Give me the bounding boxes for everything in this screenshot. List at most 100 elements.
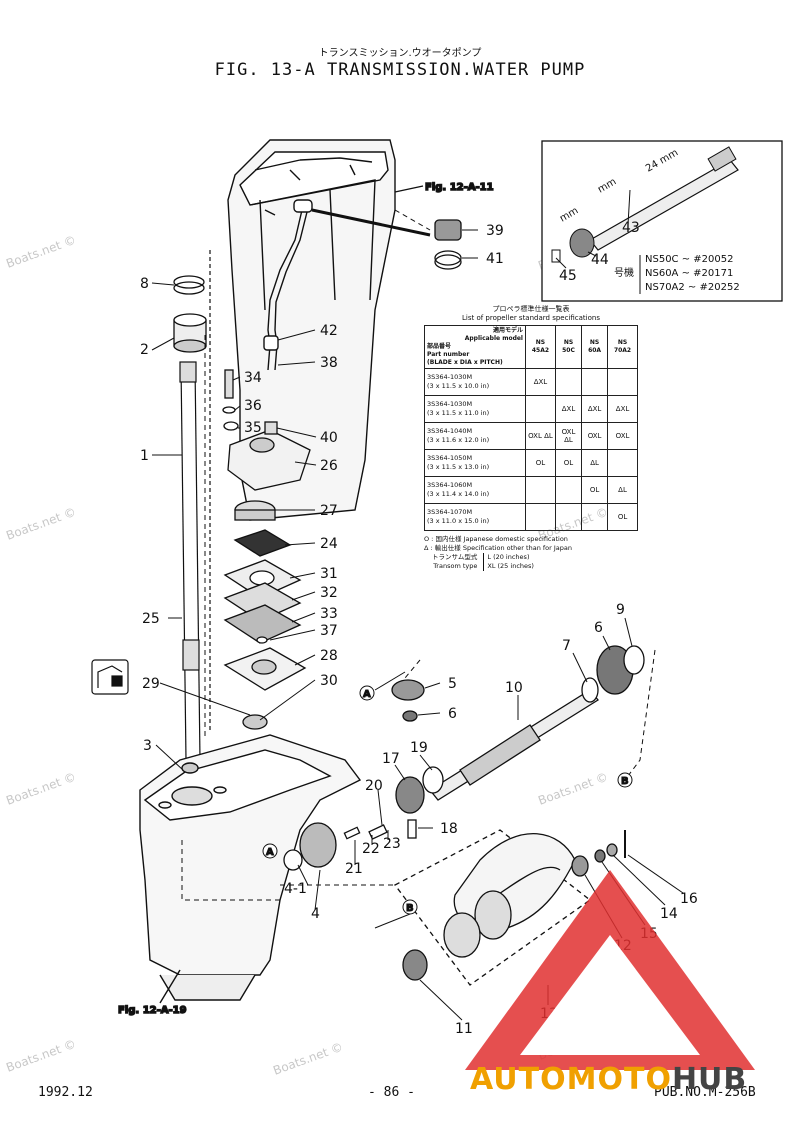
watermark-text: Boats.net © <box>4 770 78 808</box>
callout-22: 21 <box>345 861 363 877</box>
callout-10: 9 <box>616 602 625 618</box>
spec-notes: O : 国内仕様 Japanese domestic specification… <box>424 535 638 571</box>
propeller-shaft-assembly <box>283 645 645 871</box>
callout-17: 16 <box>680 891 698 907</box>
callout-31: 30 <box>320 673 338 689</box>
callout-6: 6 <box>448 706 457 722</box>
callout-46: 45 <box>559 268 577 284</box>
callout-39: 38 <box>320 355 338 371</box>
callout-35: 34 <box>244 370 262 386</box>
table-header-model: NS 60A <box>581 325 609 369</box>
ref-upper: Fig. 12-A-11 <box>425 182 494 193</box>
page-title: FIG. 13-A TRANSMISSION.WATER PUMP <box>214 60 586 80</box>
callout-24: 23 <box>383 836 401 852</box>
water-pump-stack <box>222 369 311 730</box>
inset-model-3: NS70A2 ~ #20252 <box>645 282 740 293</box>
japanese-title: トランスミッション.ウオータポンプ <box>318 48 482 59</box>
water-tube <box>263 199 431 371</box>
inset-model-2: NS60A ~ #20171 <box>645 268 733 279</box>
table-row: 3S364-1030M(3 x 11.5 x 11.0 in) ΔXL ΔXL … <box>424 395 638 423</box>
table-row: 3S364-1060M(3 x 11.4 x 14.0 in) OL ΔL <box>424 476 638 504</box>
callout-18: 17 <box>382 751 400 767</box>
callout-23: 22 <box>362 841 380 857</box>
watermark-text: Boats.net © <box>4 233 78 271</box>
small-parts <box>434 219 462 270</box>
callout-19: 18 <box>440 821 458 837</box>
spec-title-en: List of propeller standard specification… <box>461 314 600 322</box>
callout-4: 4 <box>311 906 320 922</box>
callout-36: 35 <box>244 420 262 436</box>
callout-28: 27 <box>320 503 338 519</box>
brand-wordmark: AUTOMOTOHUB <box>470 1062 748 1097</box>
watermark-text: Boats.net © <box>4 1037 78 1075</box>
brand-logo-icon <box>465 870 755 1070</box>
callout-5: 5 <box>448 676 457 692</box>
callout-26: 25 <box>142 611 160 627</box>
dashed-lines <box>181 209 656 901</box>
callout-41: 40 <box>320 430 338 446</box>
callout-2: 2 <box>140 342 149 358</box>
table-header-model: NS 50C <box>554 325 583 369</box>
marker-b: B <box>621 776 629 787</box>
callout-15: 14 <box>660 906 678 922</box>
callout-7: 6 <box>594 620 603 636</box>
propeller-kit <box>394 829 626 986</box>
hose-symbol-icon <box>91 659 129 695</box>
marker-a: A <box>363 689 371 700</box>
callout-33: 32 <box>320 585 338 601</box>
callout-1: 1 <box>140 448 149 464</box>
callout-9: 8 <box>140 276 149 292</box>
inset-box: 24 mm mm mm 号機 NS50C ~ #20052 NS60A ~ #2… <box>541 140 783 302</box>
callout-30: 29 <box>142 676 160 692</box>
callout-40: 39 <box>486 223 504 239</box>
ref-lower: Fig. 12-A-19 <box>118 1005 187 1016</box>
note-export: Δ : 輸出仕様 Specification other than for Ja… <box>424 544 573 552</box>
drive-shaft <box>179 250 211 761</box>
table-header-model: NS 70A2 <box>607 325 638 369</box>
point-markers: A A B B <box>262 671 633 929</box>
callout-37: 36 <box>244 398 262 414</box>
callout-29: 28 <box>320 648 338 664</box>
spec-table: 適用モデル Applicable model 部品番号 Part number … <box>424 325 638 531</box>
callout-42: 41 <box>486 251 504 267</box>
callout-12: 11 <box>455 1021 473 1037</box>
spec-title-jp: プロペラ標準仕様一覧表 <box>492 305 570 313</box>
callout-43: 42 <box>320 323 338 339</box>
callout-27: 26 <box>320 458 338 474</box>
marker-b: B <box>406 903 414 914</box>
callout-34: 33 <box>320 606 338 622</box>
callout-38: 37 <box>320 623 338 639</box>
footer-page: - 86 - <box>368 1085 415 1100</box>
callout-11: 10 <box>505 680 523 696</box>
callout-32: 31 <box>320 566 338 582</box>
callout-44: 43 <box>622 220 640 236</box>
table-header-row: 適用モデル Applicable model 部品番号 Part number … <box>424 325 638 369</box>
inset-model-1: NS50C ~ #20052 <box>645 254 733 265</box>
table-header-part: 適用モデル Applicable model 部品番号 Part number … <box>424 325 526 369</box>
callout-45: 44 <box>591 252 609 268</box>
callout-3: 3 <box>143 738 152 754</box>
inset-models-label: 号機 <box>614 266 634 279</box>
lower-casing: Fig. 12-A-19 <box>117 734 362 1017</box>
callout-20: 19 <box>410 740 428 756</box>
table-row: 3S364-1070M(3 x 11.0 x 15.0 in) OL <box>424 503 638 531</box>
note-domestic: O : 国内仕様 Japanese domestic specification <box>424 535 568 543</box>
callout-25: 24 <box>320 536 338 552</box>
table-row: 3S364-1050M(3 x 11.5 x 13.0 in) OL OL ΔL <box>424 449 638 477</box>
marker-a: A <box>266 847 274 858</box>
propeller-spec-table: プロペラ標準仕様一覧表 List of propeller standard s… <box>424 305 638 571</box>
watermark-text: Boats.net © <box>4 505 78 543</box>
footer-pub-number: PUB.NO.M-256B <box>654 1085 756 1100</box>
table-row: 3S364-1040M(3 x 11.6 x 12.0 in) OXL ΔL O… <box>424 422 638 450</box>
table-row: 3S364-1030M(3 x 11.5 x 10.0 in) ΔXL <box>424 368 638 396</box>
bearing <box>173 275 207 353</box>
footer-date: 1992.12 <box>38 1085 93 1100</box>
watermark-text: Boats.net © <box>536 770 610 808</box>
table-header-model: NS 45A2 <box>525 325 556 369</box>
callout-4-1: 4-1 <box>284 881 307 897</box>
callout-21: 20 <box>365 778 383 794</box>
watermark-text: Boats.net © <box>271 1040 345 1078</box>
callout-8: 7 <box>562 638 571 654</box>
